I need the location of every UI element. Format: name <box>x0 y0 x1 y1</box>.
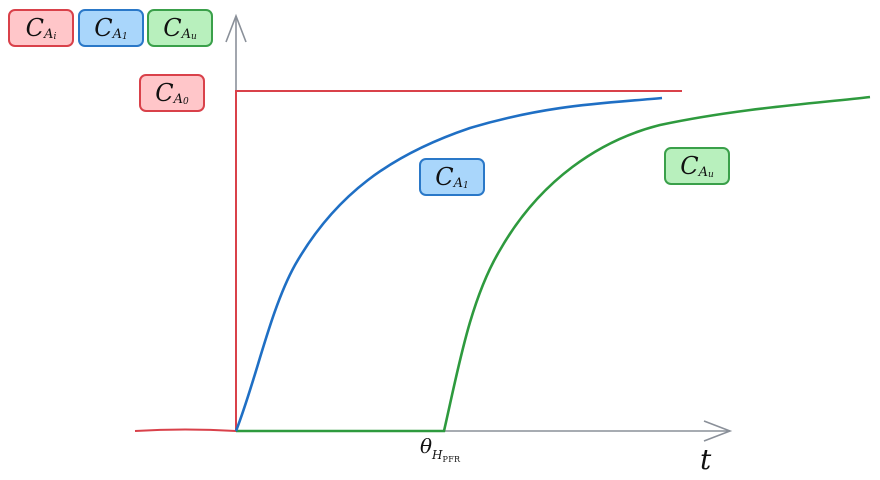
label-theta-subsub: PFR <box>442 455 461 464</box>
label-ca0-sub: A <box>173 91 184 107</box>
x-axis-label-t: t <box>700 443 712 476</box>
label-ca0-subsub: 0 <box>183 97 189 107</box>
label-theta-sub: H <box>432 448 443 462</box>
label-ca1-symbol: C <box>435 163 454 191</box>
axes <box>225 13 733 442</box>
legend-ca-u-sub: A <box>181 26 191 42</box>
curve-cau-response <box>236 95 871 433</box>
legend-ca-i-symbol: C <box>25 14 45 42</box>
legend-ca-i-sub: A <box>44 26 54 42</box>
curve-ca0-step <box>134 90 682 433</box>
label-cau-sub: A <box>698 164 708 180</box>
label-cau-subsub: u <box>707 170 714 180</box>
label-ca1-sub: A <box>453 175 464 191</box>
y-axis-arrowhead <box>225 13 247 43</box>
legend-ca-1-subsub: 1 <box>122 32 128 42</box>
legend-ca-1-sub: A <box>112 26 123 42</box>
legend-ca-u-symbol: C <box>163 14 182 42</box>
label-theta-symbol: θ <box>420 434 433 458</box>
label-cau-symbol: C <box>680 152 699 180</box>
legend-ca-i-subsub: i <box>53 32 57 42</box>
curve-ca1-response <box>234 96 663 432</box>
label-ca1-subsub: 1 <box>463 181 469 191</box>
label-ca0-symbol: C <box>155 79 174 107</box>
x-axis-arrowhead <box>703 420 733 442</box>
label-theta-h-pfr: θHPFR <box>420 434 460 464</box>
legend-ca-u-subsub: u <box>190 32 197 42</box>
legend-ca-1-symbol: C <box>94 14 113 42</box>
